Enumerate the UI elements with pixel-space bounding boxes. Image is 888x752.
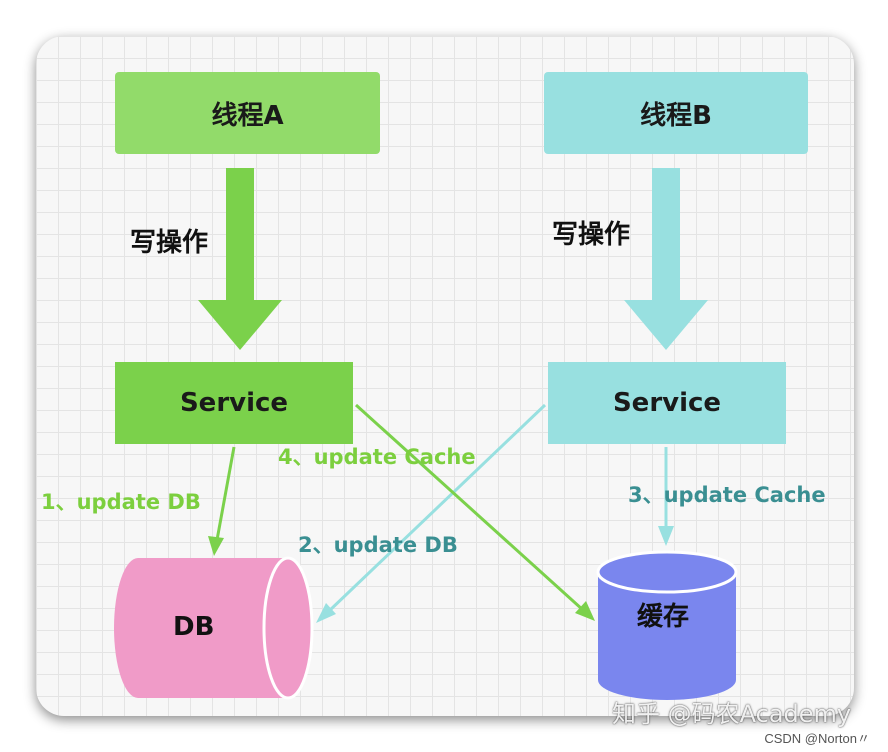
service-a-label: Service (179, 388, 289, 418)
step-2-arrowhead (316, 603, 336, 623)
thread-b-label: 线程B (640, 100, 712, 131)
step-3-arrowhead (658, 526, 674, 546)
step-3-label: 3、update Cache (628, 483, 826, 507)
csdn-credit: CSDN @Norton〃 (764, 731, 870, 746)
cache-cylinder (596, 550, 738, 700)
service-b-label: Service (612, 388, 722, 418)
zhihu-watermark: 知乎 @码农Academy (612, 700, 852, 728)
thread-a-box: 线程A (115, 72, 380, 154)
step-2-arrow (326, 403, 547, 614)
step-1-label: 1、update DB (41, 490, 201, 514)
thread-a-label: 线程A (211, 100, 284, 131)
thread-a-arrow (198, 168, 282, 350)
thread-b-operation-label: 写操作 (552, 220, 631, 250)
step-1-arrowhead (208, 536, 224, 556)
db-cylinder (114, 556, 314, 700)
service-a-box: Service (115, 362, 353, 444)
step-1-arrow (215, 446, 236, 541)
step-2-label: 2、update DB (298, 533, 458, 557)
cache-label: 缓存 (637, 602, 690, 632)
service-b-box: Service (548, 362, 786, 444)
step-4-arrowhead (575, 601, 595, 621)
db-label: DB (173, 612, 215, 642)
step-4-arrow (354, 403, 585, 612)
thread-b-box: 线程B (544, 72, 808, 154)
thread-b-arrow (624, 168, 708, 350)
thread-a-operation-label: 写操作 (130, 228, 209, 258)
step-4-label: 4、update Cache (278, 445, 476, 469)
